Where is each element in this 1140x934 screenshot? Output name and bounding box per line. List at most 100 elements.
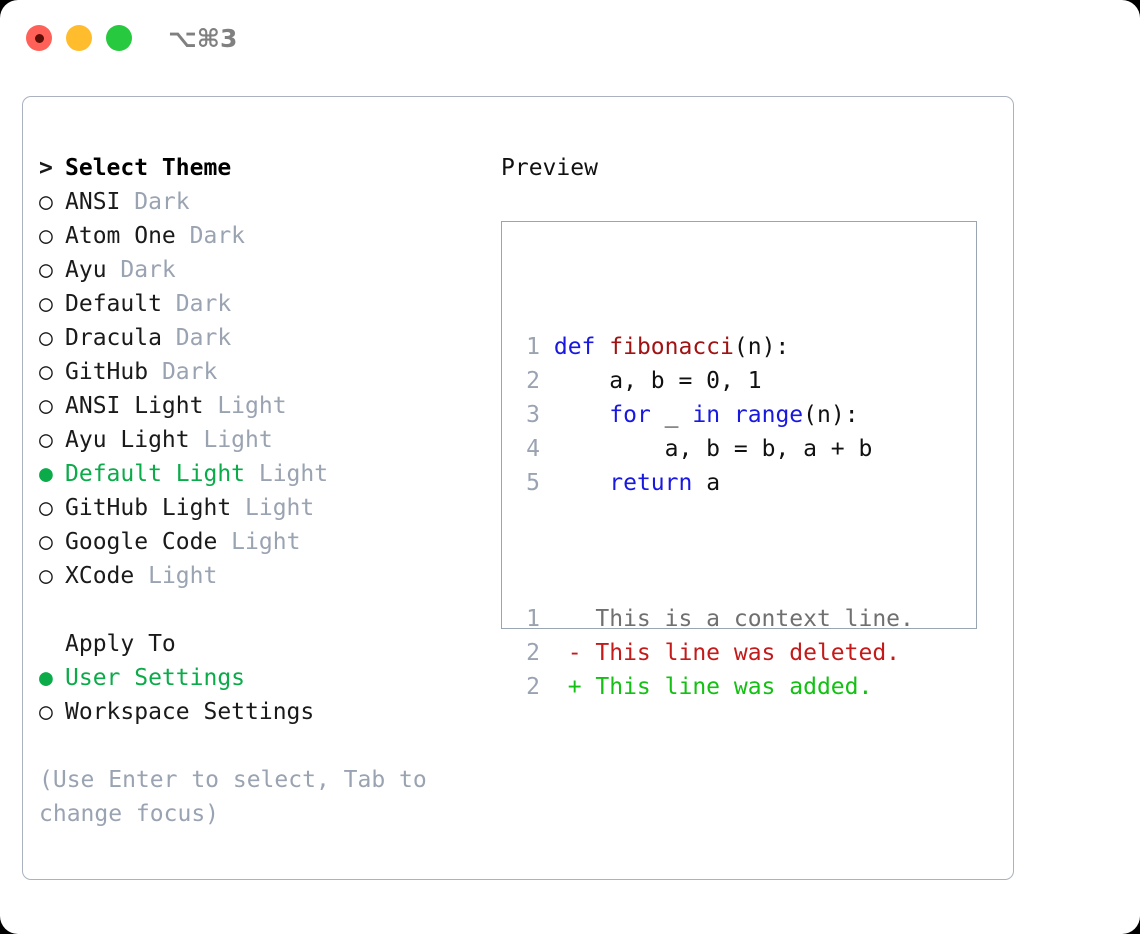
caret-icon: > xyxy=(39,155,53,181)
theme-option-label: GitHub xyxy=(65,359,149,385)
theme-option-category: Dark xyxy=(106,257,176,283)
theme-option-default[interactable]: ○ Default Dark xyxy=(39,287,489,321)
radio-unselected-icon[interactable]: ○ xyxy=(39,699,53,725)
theme-option-category: Dark xyxy=(175,223,246,249)
radio-unselected-icon[interactable]: ○ xyxy=(39,189,53,215)
theme-option-category: Dark xyxy=(161,291,232,317)
theme-option-category: Light xyxy=(217,529,301,555)
code-line: 1 def fibonacci(n): xyxy=(516,330,914,364)
theme-option-category: Dark xyxy=(161,325,232,351)
theme-option-label: XCode xyxy=(65,563,135,589)
code-token: a, b = 0, 1 xyxy=(553,368,762,394)
theme-option-ayu-light[interactable]: ○ Ayu Light Light xyxy=(39,423,489,457)
traffic-lights xyxy=(26,25,132,51)
main-panel: >Select Theme○ANSI Dark○Atom One Dark○Ay… xyxy=(22,96,1014,880)
theme-list[interactable]: >Select Theme○ANSI Dark○Atom One Dark○Ay… xyxy=(39,151,489,593)
apply-to-option-label: Workspace Settings xyxy=(65,699,315,725)
line-number: 5 xyxy=(526,470,540,496)
code-token: range xyxy=(733,402,804,428)
radio-unselected-icon[interactable]: ○ xyxy=(39,393,53,419)
line-number: 4 xyxy=(526,436,540,462)
keyboard-shortcut-label: ⌥⌘3 xyxy=(168,24,238,53)
radio-unselected-icon[interactable]: ○ xyxy=(39,291,53,317)
theme-option-label: Default xyxy=(65,291,162,317)
theme-option-label: ANSI xyxy=(65,189,121,215)
line-number: 1 xyxy=(526,334,540,360)
code-line: 2 a, b = 0, 1 xyxy=(516,364,914,398)
theme-option-label: Dracula xyxy=(65,325,162,351)
theme-option-atom-one[interactable]: ○ Atom One Dark xyxy=(39,219,489,253)
code-token xyxy=(554,470,609,496)
line-number: 1 xyxy=(526,606,540,632)
code-line: 5 return a xyxy=(516,466,914,500)
diff-line-text: This is a context line. xyxy=(540,606,914,632)
code-token: a xyxy=(692,470,721,496)
code-token: a, b = b, a + b xyxy=(553,436,873,462)
theme-option-ayu[interactable]: ○Ayu Dark xyxy=(39,253,489,287)
radio-unselected-icon[interactable]: ○ xyxy=(39,427,53,453)
theme-option-label: Ayu Light xyxy=(65,427,190,453)
theme-option-label: Google Code xyxy=(65,529,218,555)
code-token: _ xyxy=(650,402,693,428)
code-token: in xyxy=(692,402,721,428)
code-token: return xyxy=(609,470,693,496)
theme-option-category: Dark xyxy=(148,359,218,385)
line-number: 2 xyxy=(526,640,540,666)
title-bar: ⌥⌘3 xyxy=(0,0,1140,78)
theme-option-category: Light xyxy=(134,563,218,589)
code-token: for xyxy=(609,402,651,428)
radio-selected-icon[interactable]: ● xyxy=(39,461,53,487)
theme-option-ansi[interactable]: ○ ANSI Dark xyxy=(39,185,489,219)
code-token xyxy=(554,402,609,428)
theme-option-label: Atom One xyxy=(65,223,176,249)
radio-selected-icon[interactable]: ● xyxy=(39,665,53,691)
code-token xyxy=(720,402,734,428)
diff-line: 2 - This line was deleted. xyxy=(516,636,914,670)
radio-unselected-icon[interactable]: ○ xyxy=(39,495,53,521)
line-number: 2 xyxy=(526,674,540,700)
theme-option-xcode[interactable]: ○ XCode Light xyxy=(39,559,489,593)
theme-option-github-light[interactable]: ○ GitHub Light Light xyxy=(39,491,489,525)
code-token: def xyxy=(553,334,610,360)
apply-to-title: Apply To xyxy=(65,631,176,657)
apply-to-option-workspace-settings[interactable]: ○ Workspace Settings xyxy=(39,695,489,729)
zoom-button[interactable] xyxy=(106,25,132,51)
radio-unselected-icon[interactable]: ○ xyxy=(39,325,53,351)
code-line: 3 for _ in range(n): xyxy=(516,398,914,432)
theme-option-ansi-light[interactable]: ○ANSI Light Light xyxy=(39,389,489,423)
radio-unselected-icon[interactable]: ○ xyxy=(39,223,53,249)
close-button[interactable] xyxy=(26,25,52,51)
theme-option-github[interactable]: ○ GitHub Dark xyxy=(39,355,489,389)
theme-option-category: Light xyxy=(189,427,273,453)
apply-to-option-user-settings[interactable]: ●User Settings xyxy=(39,661,489,695)
theme-option-default-light[interactable]: ● Default Light Light xyxy=(39,457,489,491)
radio-unselected-icon[interactable]: ○ xyxy=(39,563,53,589)
theme-option-label: GitHub Light xyxy=(65,495,232,521)
theme-option-category: Dark xyxy=(120,189,190,215)
code-token: (n): xyxy=(803,402,859,428)
theme-list-header: >Select Theme xyxy=(39,151,489,185)
minimize-button[interactable] xyxy=(66,25,92,51)
radio-unselected-icon[interactable]: ○ xyxy=(39,257,53,283)
apply-to-list[interactable]: ●User Settings ○ Workspace Settings xyxy=(39,661,489,729)
code-token: (n): xyxy=(733,334,790,360)
diff-line-text: - This line was deleted. xyxy=(540,640,901,666)
diff-line: 1 This is a context line. xyxy=(516,602,914,636)
theme-option-label: ANSI Light xyxy=(65,393,204,419)
keyboard-hint-text: (Use Enter to select, Tab to change focu… xyxy=(39,767,427,827)
line-number: 3 xyxy=(526,402,540,428)
diff-lines: 1 This is a context line.2 - This line w… xyxy=(516,602,914,704)
code-line: 4 a, b = b, a + b xyxy=(516,432,914,466)
theme-option-dracula[interactable]: ○ Dracula Dark xyxy=(39,321,489,355)
radio-unselected-icon[interactable]: ○ xyxy=(39,359,53,385)
theme-option-category: Light xyxy=(231,495,315,521)
radio-unselected-icon[interactable]: ○ xyxy=(39,529,53,555)
line-number: 2 xyxy=(526,368,540,394)
theme-option-category: Light xyxy=(245,461,329,487)
theme-option-google-code[interactable]: ○ Google Code Light xyxy=(39,525,489,559)
preview-title: Preview xyxy=(501,155,598,181)
theme-option-label: Default Light xyxy=(65,461,246,487)
